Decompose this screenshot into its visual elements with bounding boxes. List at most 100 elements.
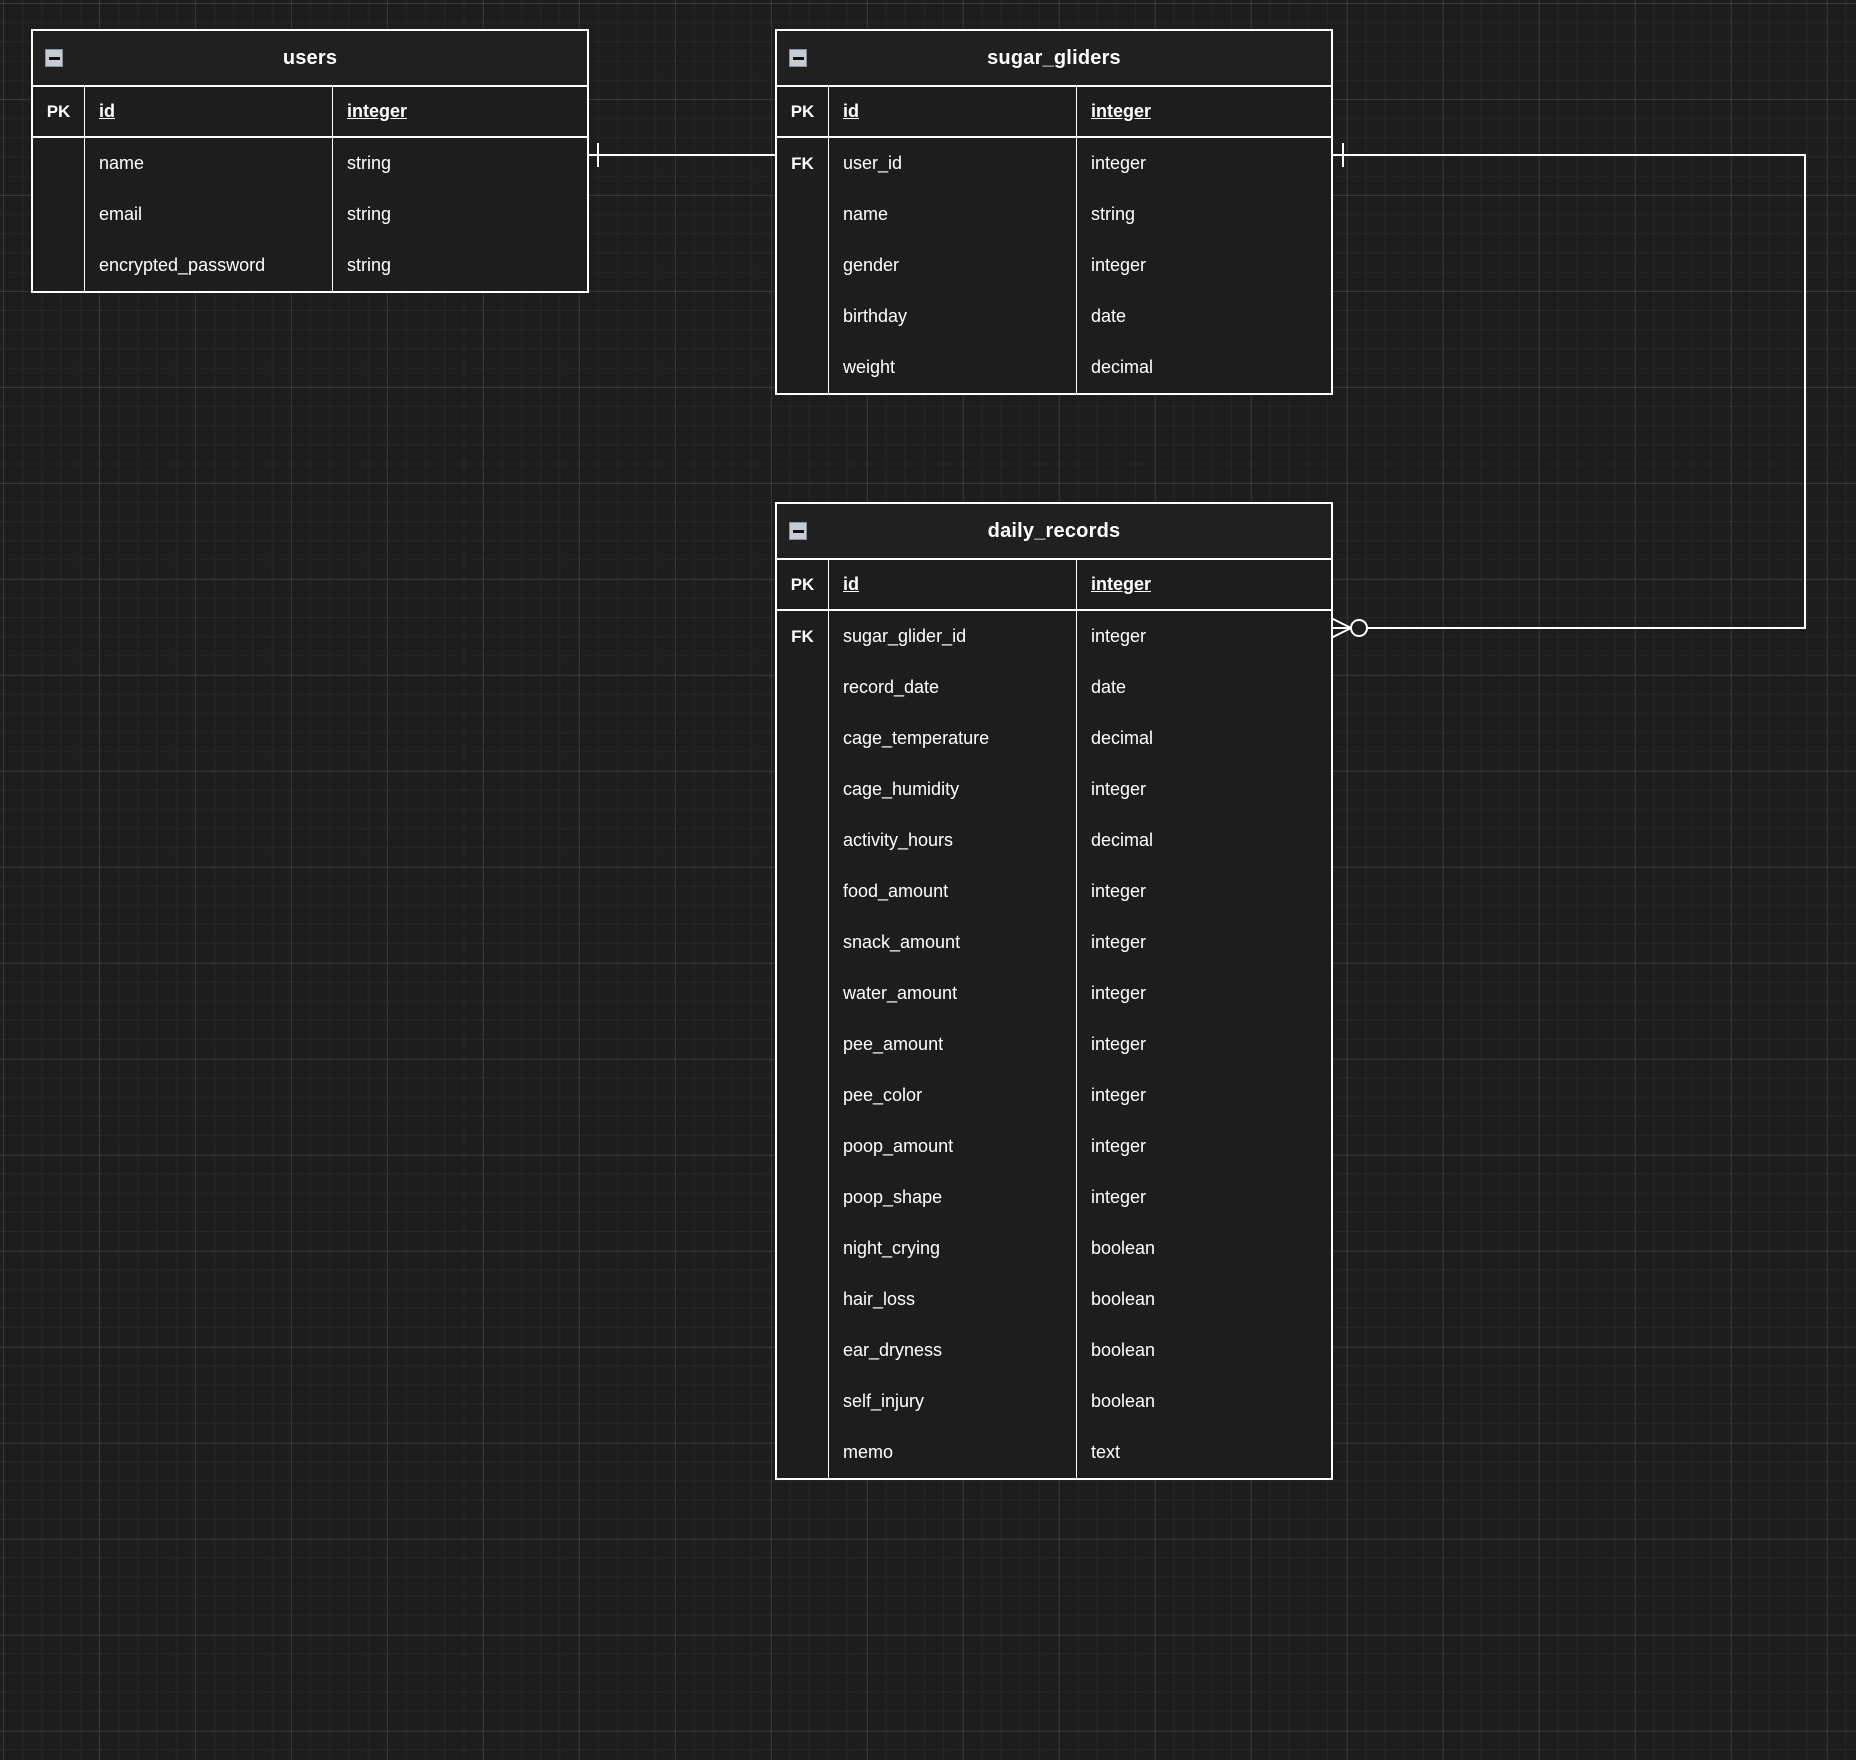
- minus-square-icon[interactable]: [45, 49, 63, 67]
- table-row[interactable]: pee_amount integer: [777, 1019, 1331, 1070]
- field-type: integer: [1091, 1034, 1147, 1054]
- table-row[interactable]: water_amount integer: [777, 968, 1331, 1019]
- field-type: integer: [1091, 983, 1147, 1003]
- field-key: [777, 342, 829, 393]
- table-row[interactable]: weight decimal: [777, 342, 1331, 393]
- field-name: snack_amount: [829, 917, 1077, 968]
- field-type: string: [347, 204, 392, 224]
- entity-daily-records-title: daily_records: [987, 519, 1121, 542]
- table-row[interactable]: snack_amount integer: [777, 917, 1331, 968]
- field-type: integer: [1091, 1136, 1147, 1156]
- field-type: integer: [1091, 1085, 1147, 1105]
- minus-bar: [48, 56, 60, 60]
- table-row[interactable]: pee_color integer: [777, 1070, 1331, 1121]
- field-type: integer: [1091, 881, 1147, 901]
- table-row[interactable]: name string: [777, 189, 1331, 240]
- table-row[interactable]: FK user_id integer: [777, 138, 1331, 189]
- field-name: hair_loss: [829, 1274, 1077, 1325]
- field-type: boolean: [1091, 1238, 1156, 1258]
- field-name: record_date: [829, 662, 1077, 713]
- minus-square-icon[interactable]: [789, 522, 807, 540]
- field-name: night_crying: [829, 1223, 1077, 1274]
- entity-users-header[interactable]: users: [33, 31, 587, 87]
- cardinality-zero-circle: [1350, 619, 1368, 637]
- field-key: PK: [777, 560, 829, 609]
- relationship-sugar-gliders-to-daily-records[interactable]: [1326, 143, 1806, 641]
- table-row[interactable]: FK sugar_glider_id integer: [777, 611, 1331, 662]
- field-type: decimal: [1091, 830, 1154, 850]
- field-key: [777, 764, 829, 815]
- field-name: cage_humidity: [829, 764, 1077, 815]
- field-type: text: [1091, 1442, 1121, 1462]
- field-key: PK: [33, 87, 85, 136]
- table-row[interactable]: PK id integer: [33, 87, 587, 138]
- field-type: integer: [1091, 626, 1147, 646]
- field-type: decimal: [1091, 728, 1154, 748]
- table-row[interactable]: name string: [33, 138, 587, 189]
- field-type: date: [1091, 306, 1127, 326]
- field-type: integer: [1091, 255, 1147, 275]
- field-key: [33, 189, 85, 240]
- field-name: poop_shape: [829, 1172, 1077, 1223]
- table-row[interactable]: birthday date: [777, 291, 1331, 342]
- field-type: boolean: [1091, 1340, 1156, 1360]
- field-name: user_id: [829, 138, 1077, 189]
- entity-sugar-gliders[interactable]: sugar_gliders PK id integer FK user_id i…: [775, 29, 1333, 395]
- table-row[interactable]: self_injury boolean: [777, 1376, 1331, 1427]
- table-row[interactable]: night_crying boolean: [777, 1223, 1331, 1274]
- table-row[interactable]: ear_dryness boolean: [777, 1325, 1331, 1376]
- entity-users[interactable]: users PK id integer name string email st…: [31, 29, 589, 293]
- table-row[interactable]: poop_shape integer: [777, 1172, 1331, 1223]
- entity-users-title: users: [282, 46, 338, 69]
- field-name: pee_amount: [829, 1019, 1077, 1070]
- field-type: boolean: [1091, 1391, 1156, 1411]
- field-key: [777, 1172, 829, 1223]
- field-type: integer: [1091, 932, 1147, 952]
- field-key: FK: [777, 138, 829, 189]
- field-type: integer: [1091, 779, 1147, 799]
- minus-bar: [792, 56, 804, 60]
- table-row[interactable]: poop_amount integer: [777, 1121, 1331, 1172]
- field-name: name: [829, 189, 1077, 240]
- field-key: [33, 240, 85, 291]
- table-row[interactable]: food_amount integer: [777, 866, 1331, 917]
- field-key: [777, 291, 829, 342]
- field-name: memo: [829, 1427, 1077, 1478]
- field-name: water_amount: [829, 968, 1077, 1019]
- table-row[interactable]: encrypted_password string: [33, 240, 587, 291]
- field-name: weight: [829, 342, 1077, 393]
- field-type: decimal: [1091, 357, 1154, 377]
- table-row[interactable]: memo text: [777, 1427, 1331, 1478]
- field-name: encrypted_password: [85, 240, 333, 291]
- table-row[interactable]: gender integer: [777, 240, 1331, 291]
- table-row[interactable]: cage_temperature decimal: [777, 713, 1331, 764]
- field-key: PK: [777, 87, 829, 136]
- field-type: string: [347, 255, 392, 275]
- table-row[interactable]: record_date date: [777, 662, 1331, 713]
- table-row[interactable]: hair_loss boolean: [777, 1274, 1331, 1325]
- field-key: [777, 240, 829, 291]
- field-name: id: [829, 560, 1077, 609]
- field-key: [777, 713, 829, 764]
- entity-sugar-gliders-header[interactable]: sugar_gliders: [777, 31, 1331, 87]
- field-name: food_amount: [829, 866, 1077, 917]
- field-key: [777, 968, 829, 1019]
- table-row[interactable]: activity_hours decimal: [777, 815, 1331, 866]
- field-name: email: [85, 189, 333, 240]
- minus-square-icon[interactable]: [789, 49, 807, 67]
- field-type: integer: [347, 101, 408, 121]
- field-key: [777, 1274, 829, 1325]
- field-name: id: [829, 87, 1077, 136]
- field-key: [777, 1070, 829, 1121]
- field-name: poop_amount: [829, 1121, 1077, 1172]
- table-row[interactable]: email string: [33, 189, 587, 240]
- field-key: [777, 1223, 829, 1274]
- entity-daily-records-header[interactable]: daily_records: [777, 504, 1331, 560]
- table-row[interactable]: PK id integer: [777, 87, 1331, 138]
- field-type: string: [1091, 204, 1136, 224]
- field-key: [33, 138, 85, 189]
- entity-daily-records[interactable]: daily_records PK id integer FK sugar_gli…: [775, 502, 1333, 1480]
- table-row[interactable]: PK id integer: [777, 560, 1331, 611]
- table-row[interactable]: cage_humidity integer: [777, 764, 1331, 815]
